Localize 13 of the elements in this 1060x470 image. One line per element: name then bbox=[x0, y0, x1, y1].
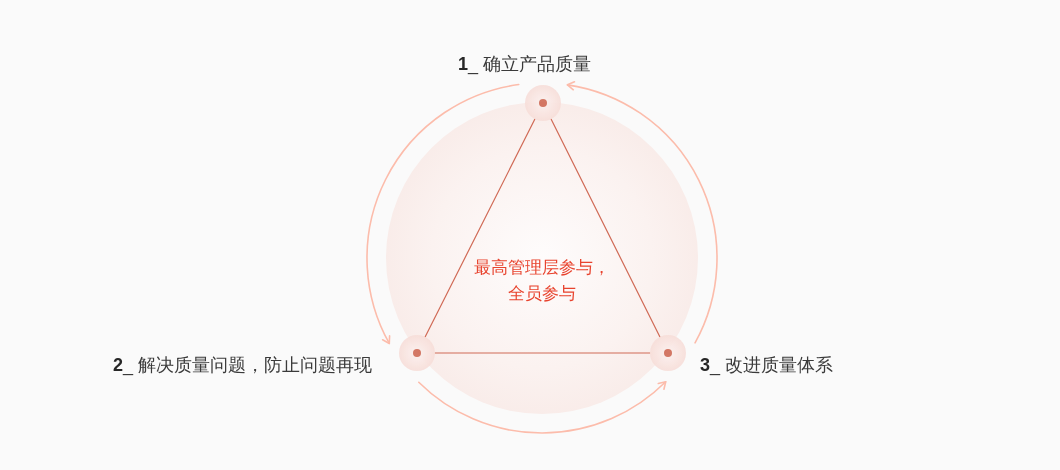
triangle-side bbox=[424, 118, 536, 338]
triangle-side bbox=[434, 352, 651, 354]
triangle-side bbox=[550, 118, 661, 338]
vertex-halo bbox=[399, 335, 435, 371]
vertex-halo bbox=[525, 85, 561, 121]
step-label: 3_ 改进质量体系 bbox=[700, 354, 834, 377]
step-label: 1_ 确立产品质量 bbox=[458, 53, 592, 76]
cycle-arrow bbox=[366, 83, 520, 345]
cycle-arrow bbox=[417, 380, 667, 434]
cycle-arrow bbox=[566, 81, 718, 344]
center-text: 最高管理层参与，全员参与 bbox=[473, 257, 611, 305]
step-label: 2_ 解决质量问题，防止问题再现 bbox=[112, 354, 372, 377]
vertex-halo bbox=[650, 335, 686, 371]
